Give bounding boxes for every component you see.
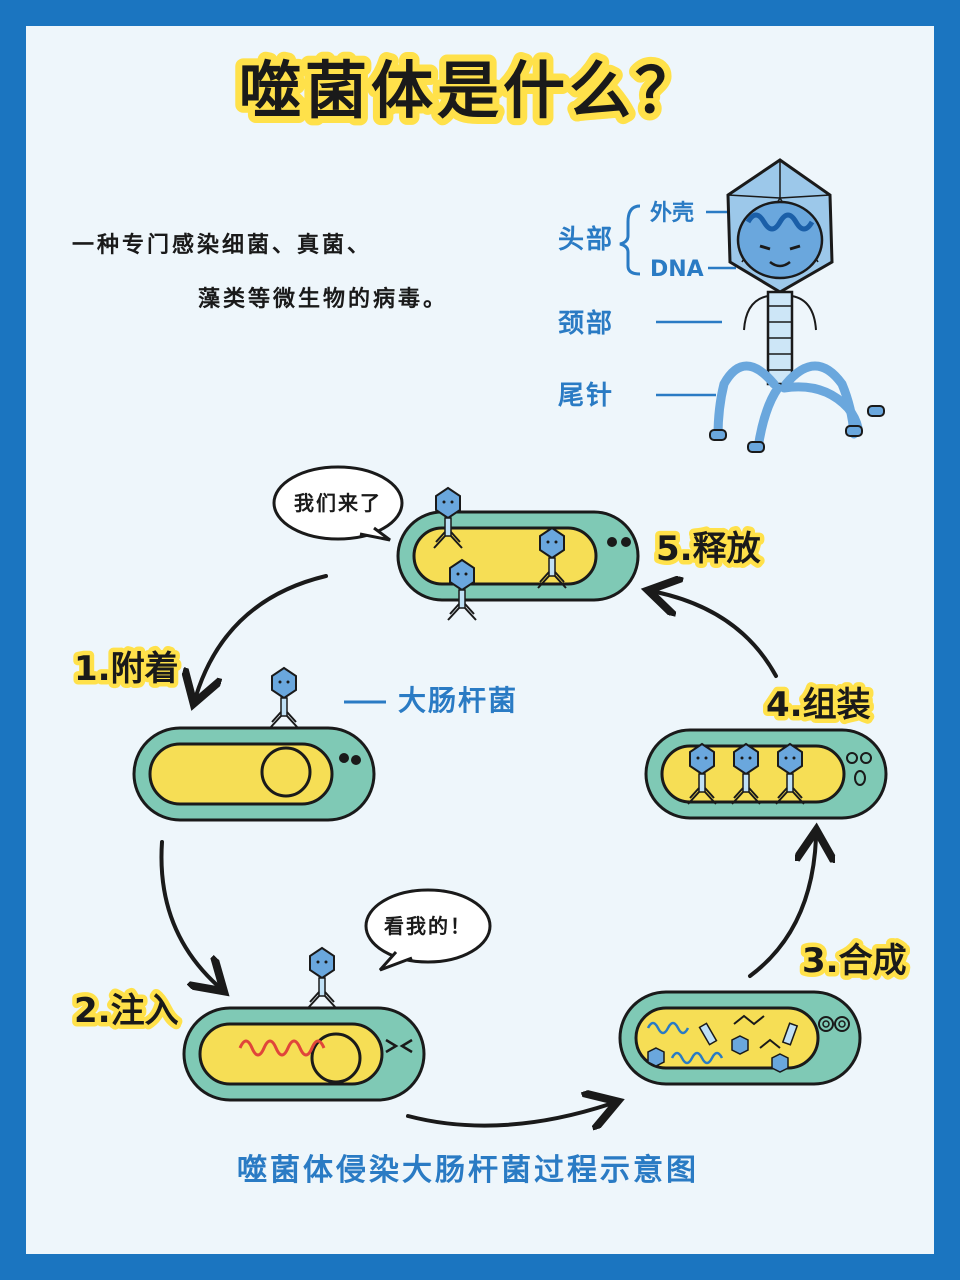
bubble-inject-text: 看我的！ xyxy=(384,914,472,938)
step-4-label: 4.组装 xyxy=(766,685,871,725)
cell-assembly xyxy=(644,728,888,820)
page-title: 噬菌体是什么？ xyxy=(239,54,701,127)
cell-release xyxy=(396,487,640,621)
label-shell: 外壳 xyxy=(650,200,694,226)
arrow-assemble-to-release xyxy=(656,592,778,678)
speech-bubble-release: 我们来了 xyxy=(272,465,404,542)
phage-illustration xyxy=(709,158,885,453)
step-2-label: 2.注入 xyxy=(74,991,179,1031)
ecoli-label: 大肠杆菌 xyxy=(398,684,518,717)
label-dna: DNA xyxy=(650,257,704,282)
definition-line-1: 一种专门感染细菌、真菌、 xyxy=(72,232,372,258)
definition-line-2: 藻类等微生物的病毒。 xyxy=(198,286,448,312)
label-head: 头部 xyxy=(558,225,614,255)
step-1-label: 1.附着 xyxy=(74,649,179,689)
cycle-arrows xyxy=(159,574,816,1126)
arrow-attach-to-inject xyxy=(159,840,218,986)
injected-dna xyxy=(238,1039,326,1057)
step-5-label: 5.释放 xyxy=(656,529,761,569)
label-tail: 尾针 xyxy=(558,381,614,411)
cell-injection xyxy=(182,947,426,1102)
diagram-caption: 噬菌体侵染大肠杆菌过程示意图 xyxy=(237,1153,699,1188)
head-brace xyxy=(619,204,641,276)
phage-dna xyxy=(745,212,815,232)
cell-attachment xyxy=(132,667,376,822)
label-neck: 颈部 xyxy=(558,309,614,339)
step-3-label: 3.合成 xyxy=(802,941,907,981)
arrow-release-to-attach xyxy=(196,574,328,696)
phage-anatomy-labels: 头部 外壳 DNA 颈部 尾针 xyxy=(558,200,736,411)
cell-synthesis xyxy=(618,990,862,1086)
arrow-inject-to-synth xyxy=(406,1104,610,1126)
speech-bubble-inject: 看我的！ xyxy=(364,888,492,972)
bubble-release-text: 我们来了 xyxy=(294,491,382,515)
arrow-synth-to-assemble xyxy=(748,838,816,978)
